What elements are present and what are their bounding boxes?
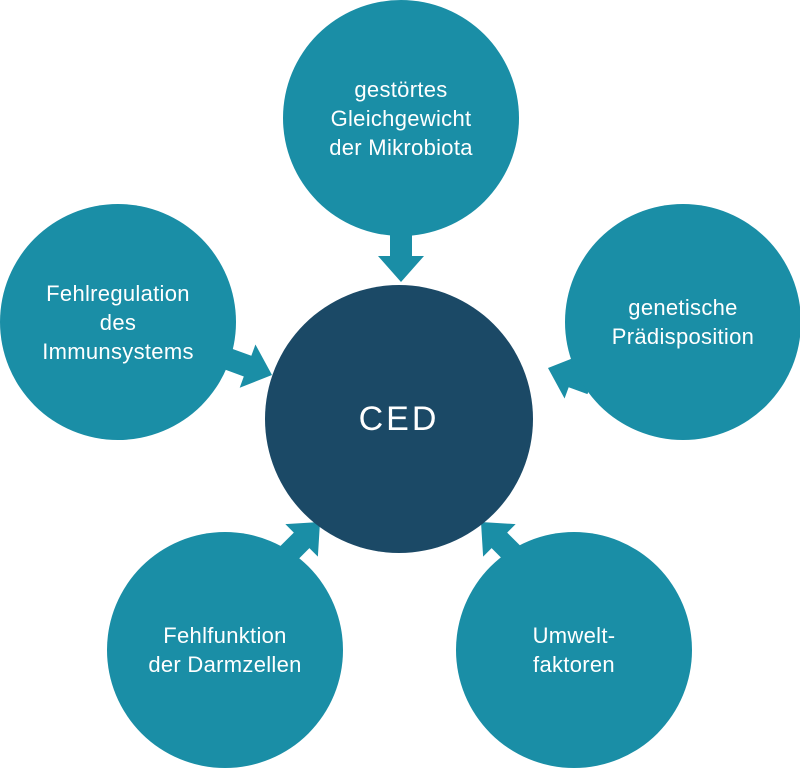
arrow-genetik-to-ced — [548, 355, 595, 399]
arrow-immunsystem-to-ced — [223, 344, 272, 388]
factor-immunsystem: Fehlregulation des Immunsystems — [0, 204, 236, 440]
factor-genetik-label: genetische Prädisposition — [611, 295, 755, 349]
center-ced: CED — [265, 285, 533, 553]
factor-immunsystem-label: Fehlregulation des Immunsystems — [42, 280, 194, 364]
factor-mikrobiota-label: gestörtes Gleichgewicht der Mikrobiota — [329, 76, 473, 160]
factor-umwelt: Umwelt- faktoren — [456, 532, 692, 768]
factor-mikrobiota: gestörtes Gleichgewicht der Mikrobiota — [283, 0, 519, 236]
factor-darmzellen-label: Fehlfunktion der Darmzellen — [148, 623, 302, 677]
factor-darmzellen: Fehlfunktion der Darmzellen — [107, 532, 343, 768]
factor-umwelt-label: Umwelt- faktoren — [532, 623, 616, 677]
arrow-mikrobiota-to-ced — [378, 232, 424, 282]
center-ced-label: CED — [358, 399, 440, 438]
factor-genetik: genetische Prädisposition — [565, 204, 800, 440]
